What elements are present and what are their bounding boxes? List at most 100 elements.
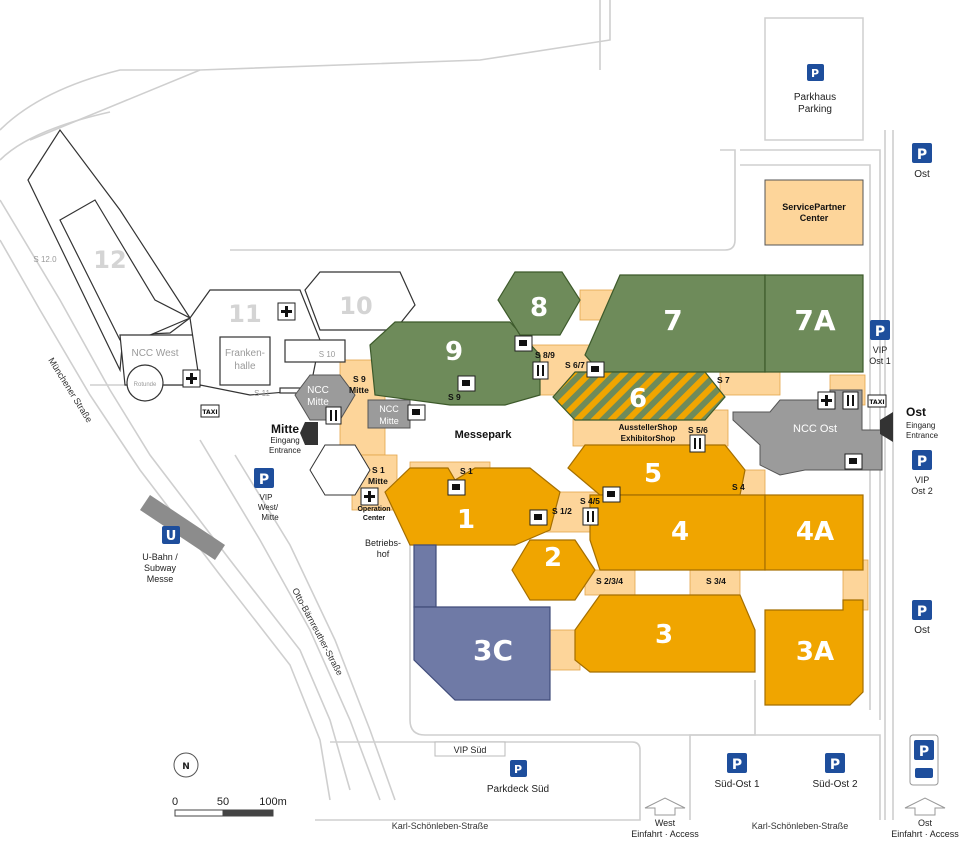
sued-ost2-label: Süd-Ost 2 — [812, 779, 857, 790]
hall-8-label[interactable]: 8 — [530, 293, 548, 323]
hall-4a-label[interactable]: 4A — [796, 517, 834, 547]
mitte-entrance-title[interactable]: Mitte — [271, 422, 299, 436]
sued-ost1-label: Süd-Ost 1 — [714, 779, 759, 790]
hall-12-label[interactable]: 12 — [93, 246, 126, 274]
vip-west-parking-icon[interactable] — [254, 468, 274, 488]
svg-text:P: P — [917, 147, 927, 163]
svg-text:P: P — [259, 472, 269, 488]
compass-needle — [182, 757, 193, 771]
svg-text:P: P — [875, 324, 885, 340]
sued-ost2-parking-icon[interactable] — [825, 753, 845, 773]
hall-3-label[interactable]: 3 — [655, 620, 673, 650]
hall-1-label[interactable]: 1 — [457, 505, 475, 535]
ausstellershop-label: AusstellerShop — [619, 423, 678, 432]
white-hex-building — [309, 444, 371, 496]
otto-baernreuther-strasse-label: Otto-Bärnreuther-Straße — [290, 586, 345, 677]
hall-4-label[interactable]: 4 — [671, 517, 689, 547]
restaurant-icon — [842, 391, 859, 410]
hall-10-label[interactable]: 10 — [339, 292, 372, 320]
ncc-mitte-label-1: NCC — [307, 385, 329, 396]
passage-s1-mitte-2: Mitte — [368, 476, 388, 486]
vip-west-label-2: West/ — [258, 503, 279, 512]
hall-3c-label[interactable]: 3C — [473, 634, 513, 667]
scale-label-0: 0 — [172, 796, 178, 808]
operation-center-label-1: Operation — [357, 506, 390, 513]
karl-schoenleben-strasse-east: Karl-Schönleben-Straße — [752, 821, 849, 831]
ncc-mitte-small-label-1: NCC — [379, 404, 399, 414]
restaurant-icon — [532, 361, 549, 380]
vip-ost2-parking-icon[interactable] — [912, 450, 932, 470]
ubahn-label-2: Subway — [144, 563, 177, 573]
ost-parking-label-top: Ost — [914, 169, 930, 180]
ost-entrance-en: Entrance — [906, 431, 939, 440]
hall-11-label[interactable]: 11 — [228, 300, 261, 328]
west-access-label-1: West — [655, 818, 676, 828]
hall-2-label[interactable]: 2 — [544, 543, 562, 573]
scale-label-100: 100m — [259, 796, 287, 808]
rotunde-label: Rotunde — [134, 382, 157, 388]
sued-ost1-parking-icon[interactable] — [727, 753, 747, 773]
passage-labels: S 9 Mitte S 9 S 8/9 S 6/7 S 7 S 5/6 S 1 … — [349, 350, 745, 586]
ost-entrance-arrow[interactable] — [880, 412, 893, 442]
ost-access-label-2: Einfahrt · Access — [891, 829, 959, 839]
bus-icon — [915, 768, 933, 778]
passage-s11: S 11 — [254, 389, 270, 398]
passage-s12: S 1/2 — [552, 506, 572, 516]
parkhaus-parking-icon[interactable] — [807, 64, 824, 81]
vip-ost2-label-b: Ost 2 — [911, 486, 933, 496]
hall-3a-label[interactable]: 3A — [796, 637, 834, 667]
restaurant-icon — [325, 406, 342, 425]
ost-parking-icon-mid[interactable] — [912, 600, 932, 620]
betriebshof-label-2: hof — [377, 549, 390, 559]
ost-entrance-title[interactable]: Ost — [906, 405, 926, 419]
scale-bar-black — [222, 809, 274, 817]
ost-parking-label-mid: Ost — [914, 625, 930, 636]
passage-s9: S 9 — [448, 392, 461, 402]
orange-halls — [384, 444, 864, 706]
hall-7-label[interactable]: 7 — [663, 304, 682, 337]
ost-access-label-1: Ost — [918, 818, 933, 828]
vip-ost1-label-a: VIP — [873, 345, 888, 355]
restaurant-icon — [582, 507, 599, 526]
west-access-label-2: Einfahrt · Access — [631, 829, 699, 839]
passage-s34: S 3/4 — [706, 576, 726, 586]
svg-text:P: P — [919, 744, 929, 760]
hall-6-label[interactable]: 6 — [629, 384, 647, 414]
passage-s1: S 1 — [460, 466, 473, 476]
passage-s89: S 8/9 — [535, 350, 555, 360]
passage-s56: S 5/6 — [688, 425, 708, 435]
vip-west-label-1: VIP — [260, 493, 273, 502]
passage-s67: S 6/7 — [565, 360, 585, 370]
betriebshof-label-1: Betriebs- — [365, 538, 401, 548]
parkdeck-sued-label: Parkdeck Süd — [487, 784, 549, 795]
hall-5-label[interactable]: 5 — [644, 459, 662, 489]
ost-parking-icon-top[interactable] — [912, 143, 932, 163]
mitte-entrance-en: Entrance — [269, 446, 302, 455]
hall-7a-label[interactable]: 7A — [794, 304, 835, 337]
passage-s234: S 2/3/4 — [596, 576, 623, 586]
ncc-west-label: NCC West — [131, 348, 178, 359]
ost-entrance-de: Eingang — [906, 421, 935, 430]
parkdeck-sued-parking-icon[interactable] — [510, 760, 527, 777]
karl-schoenleben-strasse-west: Karl-Schönleben-Straße — [392, 821, 489, 831]
passage-s12: S 12.0 — [33, 255, 57, 264]
svg-text:P: P — [514, 763, 522, 776]
compass-icon — [173, 752, 199, 778]
scale-bar-white — [174, 809, 224, 817]
west-access-arrow[interactable] — [644, 797, 686, 816]
ost-access-arrow[interactable] — [904, 797, 946, 816]
vip-ost1-parking-icon[interactable] — [870, 320, 890, 340]
mitte-entrance-de: Eingang — [270, 436, 299, 445]
ncc-mitte-label-2: Mitte — [307, 397, 329, 408]
vip-sued-label: VIP Süd — [454, 745, 487, 755]
servicepartner-label-2: Center — [800, 213, 829, 223]
parkhaus-label: Parkhaus — [794, 92, 836, 103]
exhibitorshop-label: ExhibitorShop — [621, 434, 676, 443]
hall-9-label[interactable]: 9 — [445, 337, 463, 367]
parking-icons: P P P P P P P P P P U — [162, 64, 939, 786]
parking-label: Parking — [798, 104, 832, 115]
servicepartner-building — [764, 179, 864, 246]
mitte-entrance-arrow[interactable] — [300, 422, 318, 445]
west-buildings — [27, 128, 416, 402]
ubahn-icon[interactable] — [162, 526, 180, 544]
